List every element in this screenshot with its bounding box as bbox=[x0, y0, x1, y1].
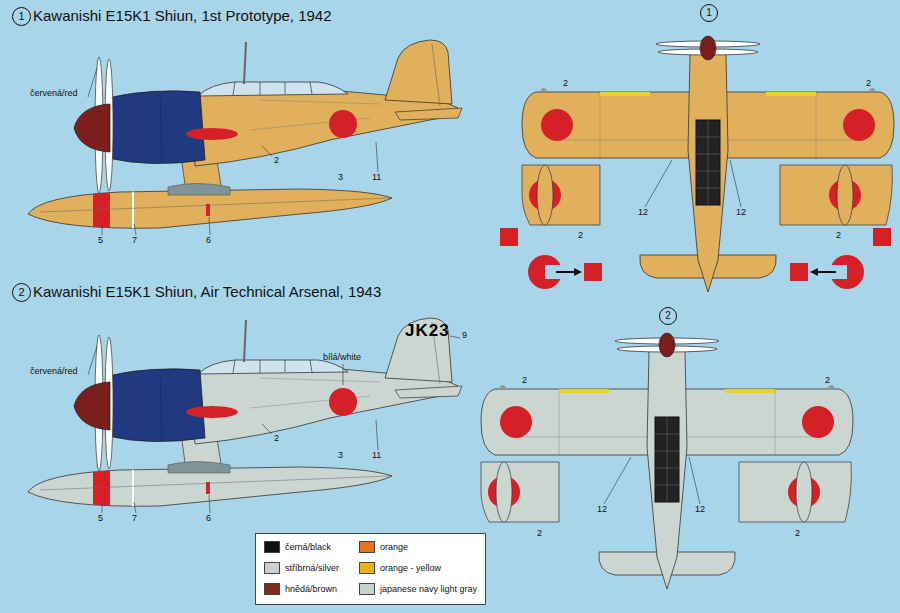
callout-number: 2 bbox=[866, 78, 871, 88]
legend-text: japanese navy light gray bbox=[380, 584, 477, 594]
legend-entry: hnědá/brown bbox=[264, 582, 337, 596]
legend-text: orange - yellow bbox=[380, 563, 441, 573]
tail-code: JK23 bbox=[405, 321, 450, 341]
callout-number: 6 bbox=[206, 513, 211, 523]
legend-swatch bbox=[264, 562, 280, 574]
legend-swatch bbox=[359, 562, 375, 574]
legend-entry: japanese navy light gray bbox=[359, 582, 477, 596]
callout-number: bílá/white bbox=[323, 352, 361, 362]
callout-number: 7 bbox=[132, 235, 137, 245]
callout-number: 2 bbox=[825, 375, 830, 385]
legend-swatch bbox=[264, 583, 280, 595]
legend-entry: černá/black bbox=[264, 540, 331, 554]
callout-number: 5 bbox=[98, 513, 103, 523]
profile-number: 1 bbox=[700, 4, 718, 22]
callout-number: 6 bbox=[206, 235, 211, 245]
callout-number: 2 bbox=[563, 78, 568, 88]
callout-number: 12 bbox=[695, 504, 705, 514]
legend-text: orange bbox=[380, 542, 408, 552]
callout-number: 2 bbox=[274, 433, 279, 443]
callout-number: 3 bbox=[338, 172, 343, 182]
callout-number: červená/red bbox=[30, 366, 78, 376]
legend-swatch bbox=[264, 541, 280, 553]
callout-number: 2 bbox=[578, 230, 583, 240]
callout-number: 7 bbox=[132, 513, 137, 523]
profile-number: 2 bbox=[659, 307, 677, 325]
callout-number: 5 bbox=[98, 235, 103, 245]
legend-text: černá/black bbox=[285, 542, 331, 552]
legend-entry: orange bbox=[359, 540, 408, 554]
profile-number: 1 bbox=[12, 7, 31, 26]
callout-number: 12 bbox=[736, 207, 746, 217]
callout-number: 2 bbox=[522, 375, 527, 385]
callout-number: 11 bbox=[372, 172, 381, 182]
callout-number: 2 bbox=[836, 230, 841, 240]
callout-number: 2 bbox=[795, 528, 800, 538]
callout-number: 3 bbox=[338, 450, 343, 460]
callout-number: 9 bbox=[462, 330, 467, 340]
legend-swatch bbox=[359, 541, 375, 553]
legend-text: hnědá/brown bbox=[285, 584, 337, 594]
callout-number: 2 bbox=[274, 155, 279, 165]
legend-swatch bbox=[359, 583, 375, 595]
profile-number: 2 bbox=[12, 283, 31, 302]
legend-text: stříbrná/silver bbox=[285, 563, 339, 573]
legend-entry: stříbrná/silver bbox=[264, 561, 339, 575]
callout-number: 12 bbox=[638, 207, 648, 217]
legend-entry: orange - yellow bbox=[359, 561, 441, 575]
callout-number: 2 bbox=[537, 528, 542, 538]
callout-number: 11 bbox=[372, 450, 381, 460]
profile-heading: Kawanishi E15K1 Shiun, 1st Prototype, 19… bbox=[33, 7, 332, 24]
color-legend: černá/black stříbrná/silver hnědá/brown ora… bbox=[255, 533, 486, 605]
profile-heading: Kawanishi E15K1 Shiun, Air Technical Ars… bbox=[33, 283, 381, 300]
callout-number: 12 bbox=[597, 504, 607, 514]
callout-number: červená/red bbox=[30, 88, 78, 98]
